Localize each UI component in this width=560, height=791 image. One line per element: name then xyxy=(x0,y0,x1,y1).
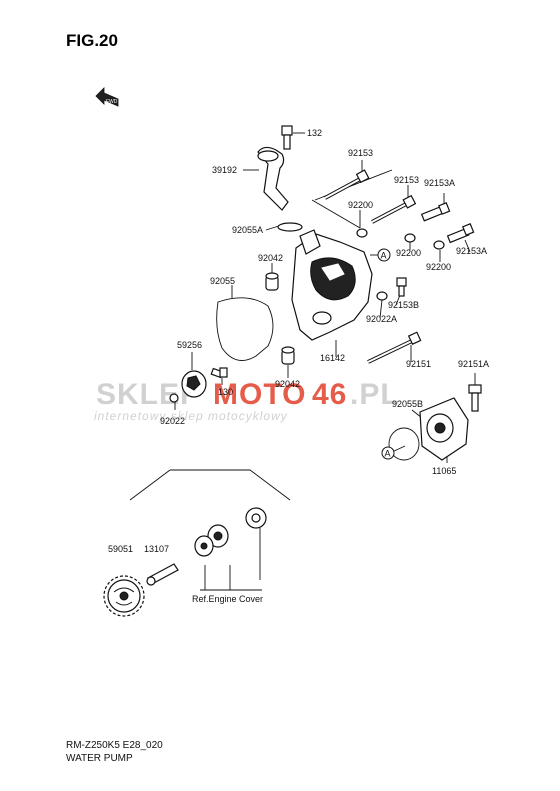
bolt-130-icon xyxy=(210,367,228,379)
pump-case-11065-icon xyxy=(419,397,469,461)
label-92153a-a: 92153A xyxy=(424,178,455,188)
gasket-92055-icon xyxy=(216,297,274,361)
washer-92022a-icon xyxy=(376,291,388,301)
pipe-39192-icon xyxy=(257,146,289,211)
dowel-92042-a-icon xyxy=(265,272,279,291)
label-92200-a: 92200 xyxy=(348,200,373,210)
svg-text:FWD: FWD xyxy=(106,99,118,105)
bearing-b-icon xyxy=(194,535,214,557)
label-92153-b: 92153 xyxy=(394,175,419,185)
washer-92200-a-icon xyxy=(356,228,368,238)
label-16142: 16142 xyxy=(320,353,345,363)
label-59256: 59256 xyxy=(177,340,202,350)
figure-title: FIG.20 xyxy=(66,31,118,50)
label-130: 130 xyxy=(218,387,233,397)
label-92055a: 92055A xyxy=(232,225,263,235)
label-11065: 11065 xyxy=(432,466,456,476)
label-92022: 92022 xyxy=(160,416,185,426)
oil-seal-icon xyxy=(245,507,267,529)
bolt-92151a-icon xyxy=(468,384,482,412)
model-code: RM-Z250K5 E28_020 xyxy=(66,740,163,751)
label-92055b: 92055B xyxy=(392,399,423,409)
washer-92200-c-icon xyxy=(433,240,445,250)
label-92042-a: 92042 xyxy=(258,253,283,263)
label-92151: 92151 xyxy=(406,359,431,369)
screw-92153a-icon xyxy=(420,202,451,222)
label-92153a-b: 92153A xyxy=(456,246,487,256)
label-92200-b: 92200 xyxy=(396,248,421,258)
pump-cover-16142-icon xyxy=(291,229,373,341)
label-92042-b: 92042 xyxy=(275,379,300,389)
watermark-brand-c: 46 xyxy=(312,378,347,411)
label-ref-engine-cover: Ref.Engine Cover xyxy=(192,594,263,604)
watermark-brand-d: .PL xyxy=(350,378,400,411)
part-labels: 132 39192 92153 92153 92153A 92153A 9205… xyxy=(108,128,489,604)
o-ring-92055a-icon xyxy=(277,222,303,232)
label-92153-a: 92153 xyxy=(348,148,373,158)
washer-92200-b-icon xyxy=(404,233,416,243)
label-92200-c: 92200 xyxy=(426,262,451,272)
bearing-a-icon xyxy=(207,524,229,548)
label-92153b: 92153B xyxy=(388,300,419,310)
fwd-arrow-icon: FWD xyxy=(95,87,119,107)
label-39192: 39192 xyxy=(212,165,237,175)
bolt-92153-icon xyxy=(324,169,370,200)
ref-marker-a-1: A xyxy=(377,248,391,262)
leader-lines xyxy=(129,132,476,591)
shaft-13107-icon xyxy=(146,563,179,586)
impeller-59256-icon xyxy=(181,370,207,398)
watermark-brand-b: MOTO xyxy=(213,378,306,411)
bolt-92151-icon xyxy=(367,331,422,364)
watermark-tagline: internetowy sklep motocyklowy xyxy=(94,409,288,423)
gear-59051-icon xyxy=(103,575,145,617)
bolt-92153b-icon xyxy=(396,277,407,297)
svg-text:A: A xyxy=(385,449,391,459)
bolt-132-icon xyxy=(281,125,293,150)
label-132: 132 xyxy=(307,128,322,138)
label-59051: 59051 xyxy=(108,544,133,554)
label-92022a: 92022A xyxy=(366,314,397,324)
screw-92153a-b-icon xyxy=(446,223,475,244)
label-13107: 13107 xyxy=(144,544,169,554)
label-92055: 92055 xyxy=(210,276,235,286)
watermark: SKLEP MOTO 46 .PL internetowy sklep moto… xyxy=(94,378,400,423)
section-name: WATER PUMP xyxy=(66,753,133,764)
ref-marker-a-2: A xyxy=(381,446,395,460)
dowel-92042-b-icon xyxy=(281,346,295,365)
label-92151a: 92151A xyxy=(458,359,489,369)
svg-text:A: A xyxy=(381,251,387,261)
o-ring-92055b-icon xyxy=(388,427,420,461)
bolt-92153-b-icon xyxy=(371,194,417,224)
washer-92022-icon xyxy=(169,393,179,403)
